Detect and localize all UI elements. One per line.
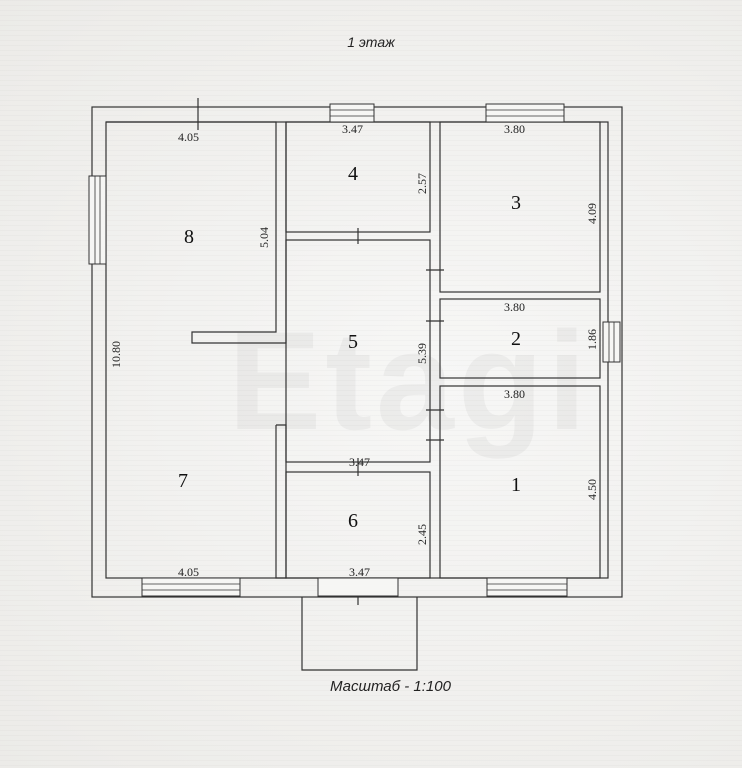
room4-walls xyxy=(285,121,431,233)
watermark: Etagi xyxy=(228,302,591,459)
window-bottom-entrance xyxy=(317,577,399,597)
window-left-room8 xyxy=(88,175,107,265)
dim-room3-width: 3.80 xyxy=(504,122,525,136)
dim-room4-height: 2.57 xyxy=(415,173,429,194)
dim-left-total-height: 10.80 xyxy=(109,341,123,368)
room6-walls xyxy=(285,471,431,579)
room-number-2: 2 xyxy=(511,328,521,350)
room-number-4: 4 xyxy=(348,163,358,185)
room2-walls xyxy=(439,298,601,379)
room-number-6: 6 xyxy=(348,510,358,532)
window-bottom-room1 xyxy=(486,577,568,597)
room5-walls xyxy=(285,239,431,463)
dim-room2-height: 1.86 xyxy=(585,329,599,350)
dim-room5-width: 3.47 xyxy=(349,455,370,469)
dim-room5-height: 5.39 xyxy=(415,343,429,364)
room-number-1: 1 xyxy=(511,474,521,496)
window-bottom-room7 xyxy=(141,577,241,597)
room-number-8: 8 xyxy=(184,226,194,248)
dim-room7-width: 4.05 xyxy=(178,565,199,579)
window-right-room2 xyxy=(602,321,621,363)
dim-room1-width: 3.80 xyxy=(504,387,525,401)
porch xyxy=(301,597,418,671)
room-number-7: 7 xyxy=(178,470,188,492)
room7-partition xyxy=(275,424,287,579)
floor-title: 1 этаж xyxy=(347,34,395,50)
dim-room4-width: 3.47 xyxy=(342,122,363,136)
dim-room6-height: 2.45 xyxy=(415,524,429,545)
dim-room1-height: 4.50 xyxy=(585,479,599,500)
dim-room6-width: 3.47 xyxy=(349,565,370,579)
scale-label: Масштаб - 1:100 xyxy=(330,678,451,695)
dim-room3-height: 4.09 xyxy=(585,203,599,224)
room-number-3: 3 xyxy=(511,192,521,214)
window-top-room3 xyxy=(485,103,565,123)
dim-room8-width: 4.05 xyxy=(178,130,199,144)
dim-room8-height: 5.04 xyxy=(257,227,271,248)
window-top-room4 xyxy=(329,103,375,123)
room-number-5: 5 xyxy=(348,331,358,353)
dim-room2-width: 3.80 xyxy=(504,300,525,314)
